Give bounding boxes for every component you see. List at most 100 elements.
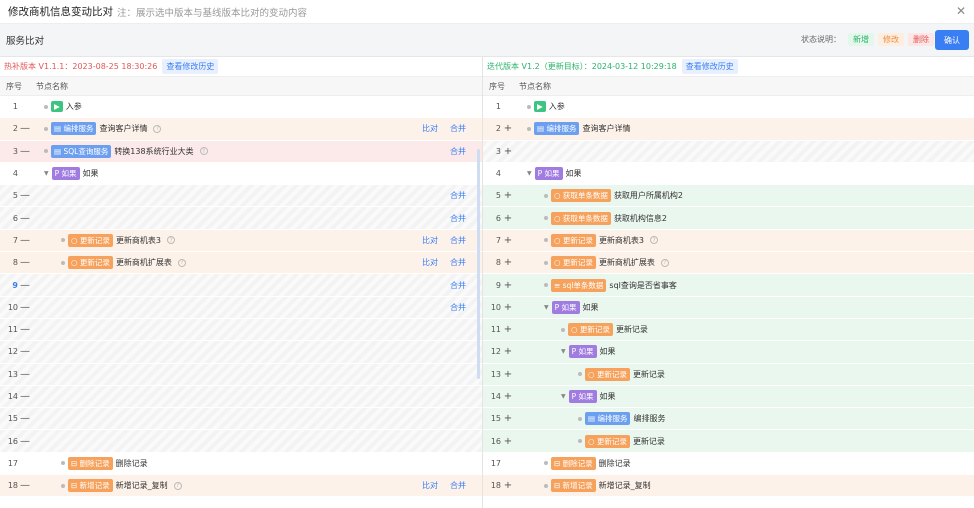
node-cell: ⊟ 新增记录新增记录_复制: [544, 479, 651, 493]
expand-icon[interactable]: +: [503, 257, 513, 269]
node-name: 查询客户详情: [582, 124, 631, 134]
table-row: 16+○ 更新记录更新记录: [483, 430, 974, 453]
merge-link[interactable]: 合并: [450, 258, 466, 268]
collapse-icon[interactable]: —: [20, 368, 30, 380]
confirm-button[interactable]: 确认: [935, 30, 969, 50]
table-row: 11—: [0, 318, 482, 342]
expand-icon[interactable]: +: [503, 301, 513, 313]
collapse-icon[interactable]: —: [20, 301, 30, 313]
collapse-icon[interactable]: —: [20, 391, 30, 402]
left-history-button[interactable]: 查看修改历史: [162, 59, 219, 74]
chevron-down-icon[interactable]: ▼: [44, 170, 49, 178]
scrollbar[interactable]: [477, 149, 480, 379]
table-row: 14—: [0, 385, 482, 409]
merge-link[interactable]: 合并: [450, 191, 466, 201]
expand-icon[interactable]: +: [503, 480, 513, 492]
expand-icon[interactable]: +: [503, 145, 513, 157]
compare-link[interactable]: 比对: [422, 235, 438, 245]
table-row: 15—: [0, 408, 482, 431]
node-type-badge: ○ 更新记录: [68, 256, 113, 270]
legend-new: 新增: [848, 33, 874, 46]
row-number: 5: [495, 191, 501, 201]
expand-icon[interactable]: +: [503, 391, 513, 402]
table-row: 6—合并: [0, 207, 482, 230]
node-type-badge: ○ 更新记录: [568, 323, 613, 337]
collapse-icon[interactable]: —: [20, 257, 30, 269]
expand-icon[interactable]: +: [503, 279, 513, 291]
merge-link[interactable]: 合并: [450, 302, 466, 312]
sub-header: 服务比对 状态说明： 新增 修改 删除 确认: [0, 24, 974, 57]
node-type-badge: ▤ 编排服务: [585, 412, 631, 426]
expand-icon[interactable]: +: [503, 190, 513, 202]
collapse-icon[interactable]: —: [20, 212, 30, 224]
table-row: 18—⊟ 新增记录新增记录_复制?比对合并: [0, 475, 482, 498]
node-name: 新增记录_复制: [115, 481, 168, 491]
row-number: 16: [7, 436, 18, 446]
merge-link[interactable]: 合并: [450, 124, 466, 134]
expand-icon[interactable]: +: [503, 413, 513, 425]
merge-link[interactable]: 合并: [450, 146, 466, 156]
collapse-icon[interactable]: —: [20, 324, 30, 336]
expand-icon[interactable]: +: [503, 212, 513, 224]
node-cell: ▼P 如果如果: [561, 345, 616, 359]
node-name: 如果: [82, 169, 99, 179]
merge-link[interactable]: 合并: [450, 481, 466, 491]
right-pane: 迭代版本 V1.2（更新目标）：2024-03-12 10:29:18 查看修改…: [483, 57, 974, 508]
bullet-icon: [578, 416, 582, 421]
compare-link[interactable]: 比对: [422, 124, 438, 134]
title-bar: 修改商机信息变动比对 注：展示选中版本与基线版本比对的变动内容 ✕: [0, 0, 974, 24]
node-name: 如果: [582, 302, 599, 312]
merge-link[interactable]: 合并: [450, 213, 466, 223]
expand-icon[interactable]: +: [503, 346, 513, 358]
node-name: sql查询是否省事客: [609, 280, 677, 290]
expand-icon[interactable]: +: [503, 368, 513, 380]
compare-link[interactable]: 比对: [422, 481, 438, 491]
row-number: 11: [490, 325, 501, 335]
row-number: 4: [495, 169, 501, 179]
row-actions: 合并: [450, 280, 466, 291]
node-type-badge: ⊟ 删除记录: [68, 456, 113, 470]
expand-icon[interactable]: +: [503, 234, 513, 246]
right-history-button[interactable]: 查看修改历史: [681, 59, 738, 74]
row-number: 17: [490, 458, 501, 468]
expand-icon[interactable]: +: [503, 435, 513, 447]
node-name: 删除记录: [115, 458, 148, 468]
bullet-icon: [578, 439, 582, 444]
chevron-down-icon[interactable]: ▼: [544, 303, 549, 311]
row-actions: 比对 合并: [422, 235, 466, 246]
node-name: 编排服务: [633, 414, 666, 424]
row-number: 15: [7, 414, 18, 424]
compare-link[interactable]: 比对: [422, 258, 438, 268]
table-row: 18+⊟ 新增记录新增记录_复制: [483, 475, 974, 498]
table-row: 17 ⊟ 删除记录删除记录: [0, 453, 482, 476]
collapse-icon[interactable]: —: [20, 234, 30, 246]
node-cell: ▼P 如果如果: [44, 167, 99, 181]
collapse-icon[interactable]: —: [20, 413, 30, 425]
merge-link[interactable]: 合并: [450, 235, 466, 245]
chevron-down-icon[interactable]: ▼: [561, 348, 566, 356]
node-cell: ○ 更新记录更新商机扩展表?: [544, 256, 669, 270]
close-icon[interactable]: ✕: [955, 4, 966, 18]
node-name: 如果: [599, 392, 616, 401]
collapse-icon[interactable]: —: [20, 123, 30, 135]
legend-modified: 修改: [878, 33, 904, 46]
left-version-label: 热补版本 V1.1.1：2023-08-25 18:30:26: [4, 62, 158, 71]
collapse-icon[interactable]: —: [20, 145, 30, 157]
expand-icon[interactable]: +: [503, 324, 513, 336]
chevron-down-icon[interactable]: ▼: [561, 393, 566, 400]
table-row: 11+○ 更新记录更新记录: [483, 318, 974, 342]
row-number: 17: [7, 458, 18, 468]
collapse-icon[interactable]: —: [20, 480, 30, 492]
chevron-down-icon[interactable]: ▼: [527, 170, 532, 178]
collapse-icon[interactable]: —: [20, 435, 30, 447]
table-row: 14+▼P 如果如果: [483, 385, 974, 409]
collapse-icon[interactable]: —: [20, 346, 30, 358]
row-number: 7: [12, 235, 18, 245]
row-actions: 合并: [450, 190, 466, 201]
merge-link[interactable]: 合并: [450, 280, 466, 290]
expand-icon[interactable]: +: [503, 123, 513, 135]
collapse-icon[interactable]: —: [20, 190, 30, 202]
collapse-icon[interactable]: —: [20, 279, 30, 291]
